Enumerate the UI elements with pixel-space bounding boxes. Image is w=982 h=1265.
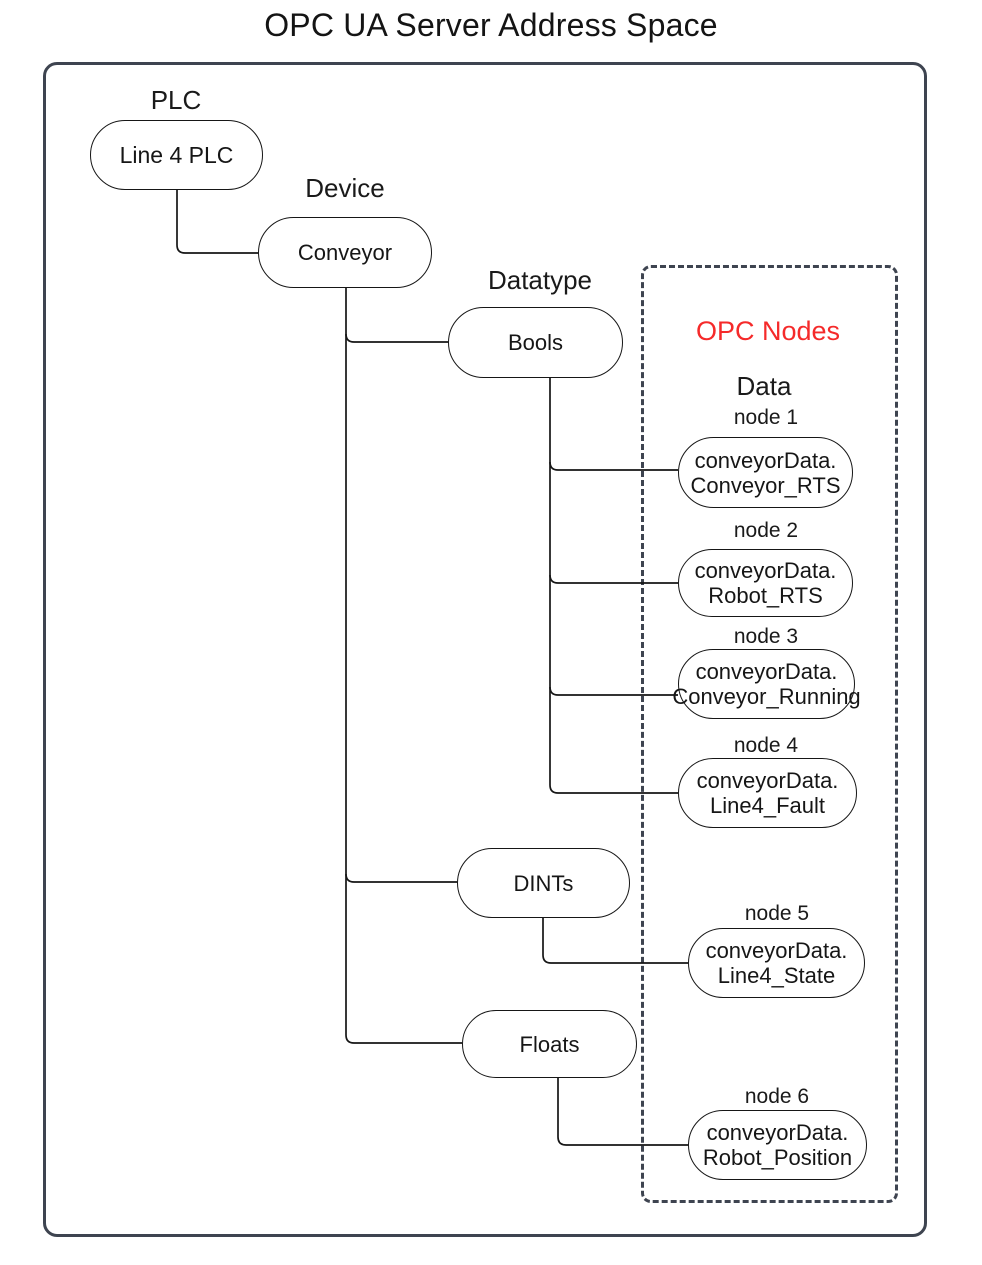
opc-node3: conveyorData. Conveyor_Running (672, 649, 861, 719)
opc-node6-line2: Robot_Position (702, 1145, 853, 1170)
page-title: OPC UA Server Address Space (264, 7, 718, 43)
opc-node5-line1: conveyorData. (705, 938, 848, 963)
datatype-node-floats-label: Floats (519, 1031, 580, 1057)
device-node: Conveyor (258, 217, 432, 288)
opc-node1-line1: conveyorData. (694, 447, 837, 473)
opc-node4-caption: node 4 (733, 734, 799, 757)
opc-node6: conveyorData. Robot_Position (688, 1110, 867, 1180)
datatype-node-floats: Floats (462, 1010, 637, 1078)
device-node-label: Conveyor (297, 240, 393, 265)
opc-node5-line2: Line4_State (717, 963, 836, 988)
opc-node4: conveyorData. Line4_Fault (678, 758, 857, 828)
opc-nodes-title: OPC Nodes (695, 316, 841, 346)
opc-node2-line2: Robot_RTS (708, 583, 823, 608)
opc-node3-caption: node 3 (733, 625, 799, 648)
datatype-node-bools: Bools (448, 307, 623, 378)
device-section-label: Device (305, 173, 385, 203)
opc-node2-line1: conveyorData. (694, 558, 837, 583)
opc-node6-caption: node 6 (744, 1085, 810, 1108)
opc-node3-line2: Conveyor_Running (672, 684, 861, 709)
datatype-node-dints-label: DINTs (513, 870, 574, 896)
address-space-frame (43, 62, 927, 1237)
opc-node2-caption: node 2 (733, 519, 799, 542)
plc-node-label: Line 4 PLC (119, 141, 234, 168)
opc-node1: conveyorData. Conveyor_RTS (678, 437, 853, 508)
opc-node4-line1: conveyorData. (696, 768, 839, 793)
opc-node3-line1: conveyorData. (695, 659, 838, 684)
datatype-node-bools-label: Bools (507, 330, 564, 355)
opc-node5-caption: node 5 (744, 902, 810, 925)
datatype-section-label: Datatype (487, 265, 593, 295)
plc-node: Line 4 PLC (90, 120, 263, 190)
opc-node4-line2: Line4_Fault (710, 793, 825, 818)
plc-section-label: PLC (150, 85, 202, 115)
opc-node2: conveyorData. Robot_RTS (678, 549, 853, 617)
opc-node6-line1: conveyorData. (706, 1120, 849, 1145)
opc-node5: conveyorData. Line4_State (688, 928, 865, 998)
data-section-label: Data (736, 371, 792, 401)
opc-node1-line2: Conveyor_RTS (690, 472, 841, 498)
opc-node1-caption: node 1 (733, 406, 799, 429)
datatype-node-dints: DINTs (457, 848, 630, 918)
